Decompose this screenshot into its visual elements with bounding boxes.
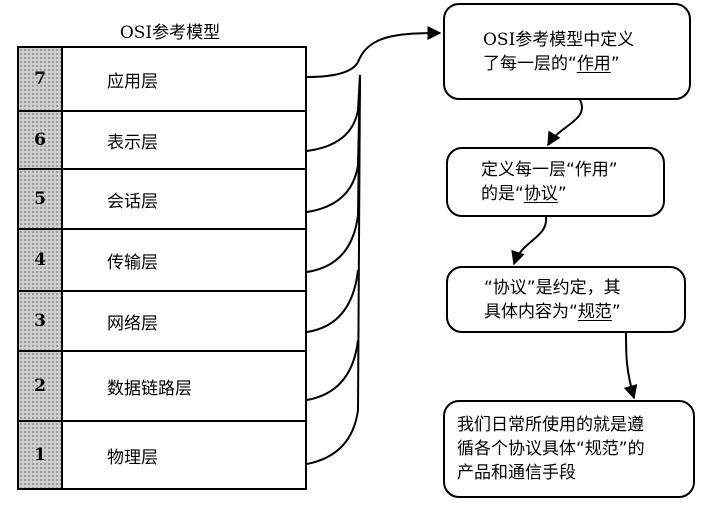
arrow-to-box1 <box>357 26 442 63</box>
layer-name: 传输层 <box>107 252 158 273</box>
brace-line-7 <box>306 61 359 78</box>
layer-name: 网络层 <box>107 313 158 334</box>
box3-line2-text: 具体内容为“ <box>484 301 578 322</box>
layer-row-4: 4 传输层 <box>19 230 305 292</box>
layer-row-6: 6 表示层 <box>19 112 305 170</box>
layer-number: 1 <box>19 422 63 488</box>
layer-number: 7 <box>19 48 63 110</box>
box1-underlined-term: 作用 <box>576 53 611 74</box>
layer-row-5: 5 会话层 <box>19 170 305 230</box>
layer-row-2: 2 数据链路层 <box>19 352 305 422</box>
box2-line2: 的是“协议” <box>481 182 663 206</box>
arrow-box2-to-box3 <box>511 216 548 266</box>
box3-line2: 具体内容为“规范” <box>484 300 684 324</box>
layer-row-3: 3 网络层 <box>19 292 305 352</box>
layer-number: 2 <box>19 352 63 420</box>
layer-name: 会话层 <box>107 191 158 212</box>
osi-layer-stack: 7 应用层 6 表示层 5 会话层 4 传输层 3 网络层 2 数据链路层 1 … <box>17 46 307 490</box>
layer-name: 数据链路层 <box>107 378 192 399</box>
brace-line-6 <box>306 74 361 152</box>
box3-underlined-term: 规范 <box>577 301 612 322</box>
layer-number: 6 <box>19 112 63 168</box>
box2-line2-quote: ” <box>557 184 567 204</box>
box4-line1: 我们日常所使用的就是遵 <box>457 415 644 435</box>
box2-underlined-term: 协议 <box>523 184 558 204</box>
note-box-4: 我们日常所使用的就是遵 循各个协议具体“规范”的 产品和通信手段 <box>443 400 695 498</box>
box3-line1: “协议”是约定，其 <box>484 277 621 298</box>
layer-name: 物理层 <box>107 447 158 468</box>
note-box-3: “协议”是约定，其 具体内容为“规范” <box>446 266 686 333</box>
layer-number: 3 <box>19 292 63 350</box>
layer-name: 表示层 <box>107 132 158 153</box>
box2-line1: 定义每一层“作用” <box>481 160 618 180</box>
arrow-box3-to-box4 <box>623 332 638 400</box>
layer-brace <box>306 26 442 465</box>
box1-line2-text: 了每一层的“ <box>483 53 577 74</box>
layer-row-7: 7 应用层 <box>19 48 305 112</box>
box1-line2: 了每一层的“作用” <box>483 52 689 76</box>
box4-line2: 循各个协议具体“规范”的 <box>457 439 645 459</box>
arrow-box1-to-box2 <box>547 99 583 147</box>
box4-line3: 产品和通信手段 <box>457 463 576 483</box>
brace-line-3 <box>306 269 359 333</box>
box3-line2-quote: ” <box>611 301 621 322</box>
note-box-1: OSI参考模型中定义 了每一层的“作用” <box>443 3 691 100</box>
brace-line-1 <box>306 74 361 465</box>
box2-line2-text: 的是“ <box>481 184 524 204</box>
layer-number: 5 <box>19 170 63 228</box>
layer-number: 4 <box>19 230 63 290</box>
layer-name: 应用层 <box>107 71 158 92</box>
box1-line1: OSI参考模型中定义 <box>483 29 635 50</box>
brace-line-2 <box>306 339 359 401</box>
note-box-2: 定义每一层“作用” 的是“协议” <box>446 147 665 217</box>
box1-line2-quote: ” <box>610 53 620 74</box>
brace-line-4 <box>306 74 361 273</box>
layer-row-1: 1 物理层 <box>19 422 305 488</box>
diagram-title: OSI参考模型 <box>119 23 221 43</box>
